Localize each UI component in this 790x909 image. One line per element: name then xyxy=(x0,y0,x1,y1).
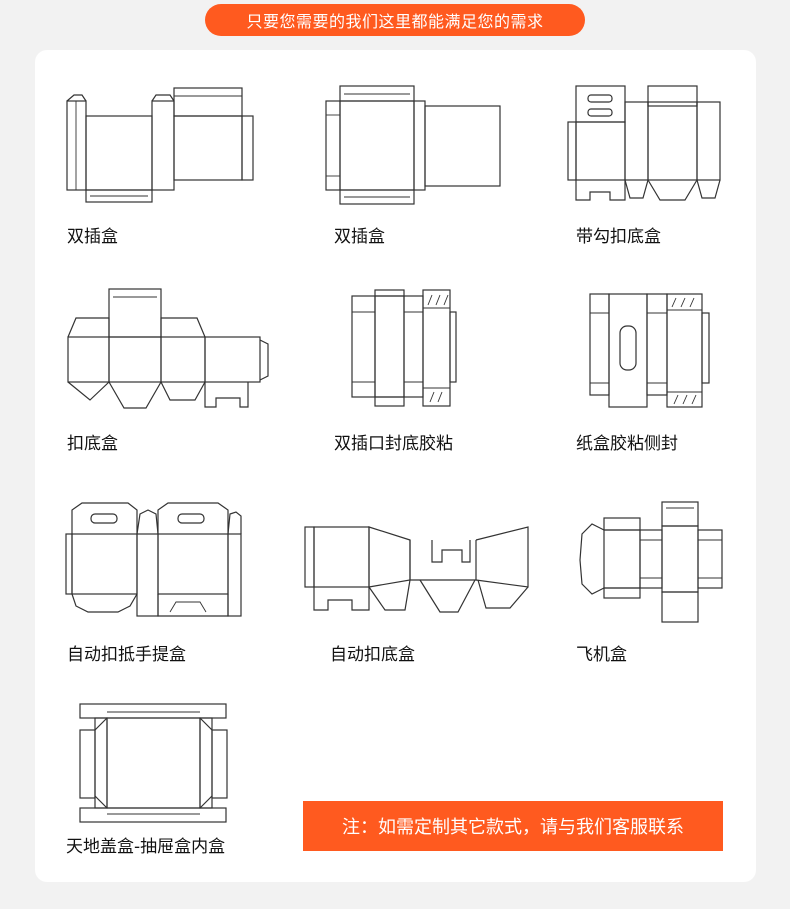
header-banner: 只要您需要的我们这里都能满足您的需求 xyxy=(205,4,585,36)
box-label-6: 纸盒胶粘侧封 xyxy=(576,434,678,454)
header-title: 只要您需要的我们这里都能满足您的需求 xyxy=(246,12,544,31)
custom-style-note: 注：如需定制其它款式，请与我们客服联系 xyxy=(303,801,723,851)
box-label-5: 双插口封底胶粘 xyxy=(334,434,453,454)
content-card xyxy=(35,50,756,882)
box-label-4: 扣底盒 xyxy=(67,434,118,454)
box-label-8: 自动扣底盒 xyxy=(330,645,415,665)
box-label-7: 自动扣抵手提盒 xyxy=(67,645,186,665)
box-label-2: 双插盒 xyxy=(334,227,385,247)
box-label-9: 飞机盒 xyxy=(576,645,627,665)
box-label-10: 天地盖盒-抽屉盒内盒 xyxy=(66,837,226,857)
box-label-1: 双插盒 xyxy=(67,227,118,247)
note-text: 注：如需定制其它款式，请与我们客服联系 xyxy=(342,817,684,838)
box-label-3: 带勾扣底盒 xyxy=(576,227,661,247)
